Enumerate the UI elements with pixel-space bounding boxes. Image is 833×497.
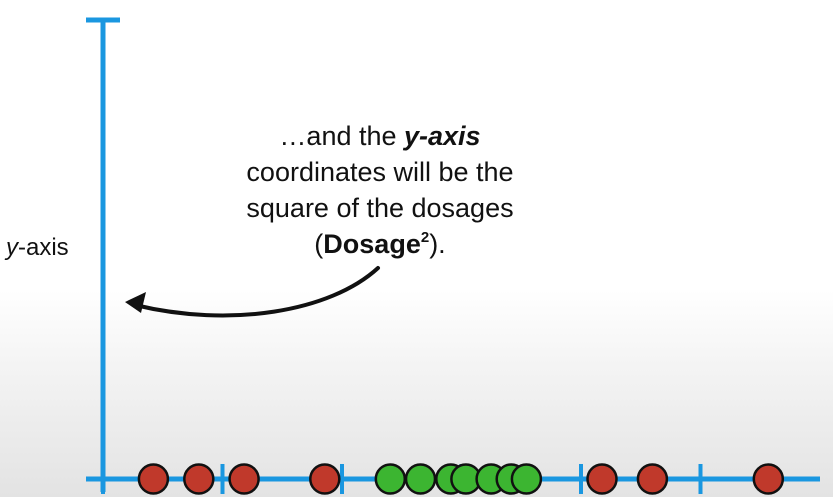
callout-line-4-sup: 2 xyxy=(420,229,430,246)
callout-line-4-bold: Dosage xyxy=(323,229,421,259)
callout-line-4-close: ). xyxy=(429,229,446,259)
callout-arrowhead xyxy=(125,292,146,313)
y-axis-label: y-axis xyxy=(6,234,69,262)
red-point xyxy=(137,463,170,495)
green-point xyxy=(510,463,543,495)
green-point xyxy=(374,463,407,495)
red-point xyxy=(183,463,215,495)
y-axis-label-italic: y xyxy=(6,234,18,261)
callout-line-3: square of the dosages xyxy=(246,193,514,223)
callout-line-2: coordinates will be the xyxy=(246,157,514,187)
green-point xyxy=(404,463,437,495)
callout-line-4-open: ( xyxy=(314,229,324,259)
callout-line-1: …and the y-axis xyxy=(200,118,560,154)
callout-line-1-bold: y-axis xyxy=(404,121,481,151)
red-point xyxy=(228,463,260,495)
callout-line-1-text: …and the xyxy=(279,121,405,151)
red-point xyxy=(586,463,618,495)
red-point xyxy=(636,463,669,495)
data-points xyxy=(137,463,785,495)
red-point xyxy=(309,463,341,495)
callout-text: …and the y-axis coordinates will be the … xyxy=(200,118,560,262)
red-point xyxy=(752,463,785,495)
callout-line-4: (Dosage2). xyxy=(200,226,560,262)
y-axis-label-rest: -axis xyxy=(18,234,69,261)
callout-arrow xyxy=(133,266,380,318)
